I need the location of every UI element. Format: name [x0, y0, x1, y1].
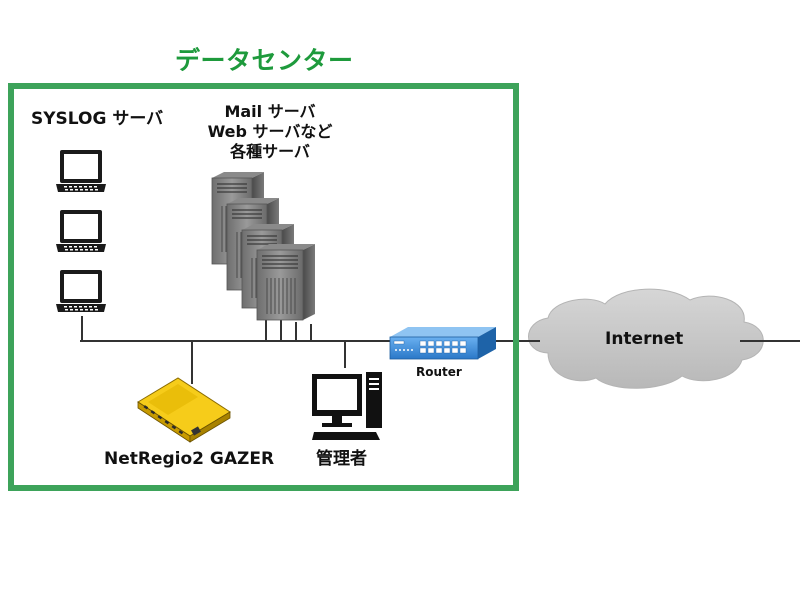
router-label: Router: [416, 365, 462, 379]
router-icon: [389, 327, 496, 360]
syslog-server-label: SYSLOG サーバ: [31, 109, 164, 129]
gazer-device-icon: [137, 377, 231, 443]
servers-label-group: Mail サーバ Web サーバなど 各種サーバ: [190, 102, 350, 162]
datacenter-title: データセンター: [175, 46, 354, 75]
datacenter-frame: [8, 83, 519, 491]
server-stack: [211, 172, 315, 321]
servers-label-line-1: Mail サーバ: [224, 102, 316, 121]
syslog-laptops: [56, 150, 106, 312]
gazer-label: NetRegio2 GAZER: [104, 449, 275, 469]
laptop-icon: [56, 150, 106, 192]
server-tower-icon: [256, 244, 315, 321]
servers-label-line-3: 各種サーバ: [230, 142, 310, 161]
lan-backbone: [80, 316, 392, 384]
laptop-icon: [56, 270, 106, 312]
cloud-icon: [528, 288, 764, 389]
laptop-icon: [56, 210, 106, 252]
servers-label-line-2: Web サーバなど: [207, 122, 333, 141]
internet-label: Internet: [605, 329, 684, 349]
desktop-pc-icon: [312, 372, 382, 440]
admin-label: 管理者: [316, 449, 367, 469]
